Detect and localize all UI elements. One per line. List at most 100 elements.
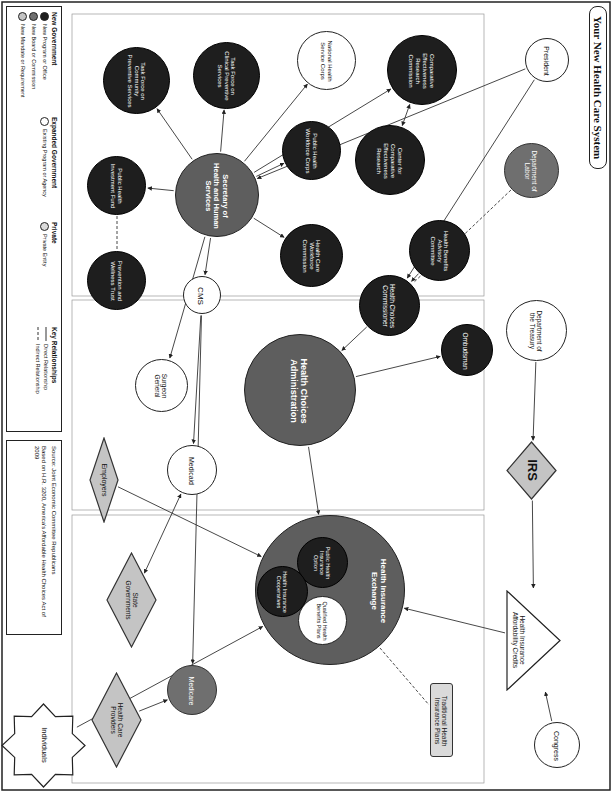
node-text-block: Medicare bbox=[187, 670, 195, 712]
node-text-block: Comparative Effectiveness Research Commi… bbox=[407, 43, 435, 99]
legend-text: New Mandate or Requirement bbox=[19, 24, 25, 97]
legend-line-sample bbox=[35, 327, 41, 341]
legend-row: New Board or Commission bbox=[29, 12, 38, 111]
legend-heading: Key Relationships bbox=[51, 327, 58, 426]
node-label: Health Insurance Affordability Credits bbox=[512, 611, 527, 669]
node-label: Department of the Treasury bbox=[529, 305, 544, 357]
node-text-block: Health Benefits Advisory Committee bbox=[429, 226, 450, 276]
relationship-line bbox=[309, 447, 319, 514]
major-entity-circle: Secretary of Health and Human Services bbox=[175, 153, 259, 237]
new-program-circle: Comparative Effectiveness Research Commi… bbox=[387, 35, 457, 105]
node-text-block: President bbox=[542, 43, 550, 79]
node-label: IRS bbox=[525, 455, 540, 485]
relationship-line bbox=[380, 648, 429, 705]
relationship-line bbox=[148, 188, 174, 191]
private-plan-box: Traditional Health Insurance Plans bbox=[431, 683, 454, 757]
node-label: Health Choices Commissioner bbox=[382, 280, 397, 332]
legend-swatch bbox=[18, 12, 27, 21]
legend-column: New GovernmentNew Program or OfficeNew B… bbox=[10, 12, 58, 111]
node-label: President bbox=[542, 43, 550, 79]
node-text-block: Secretary of Health and Human Services bbox=[203, 163, 229, 229]
relationship-line bbox=[256, 163, 284, 176]
relationship-line bbox=[532, 501, 533, 588]
region-outline bbox=[72, 515, 484, 783]
agency-circle: Congress bbox=[534, 722, 580, 768]
new-program-circle: Health Choices Commissioner bbox=[360, 275, 421, 336]
node-text-block: Health Insurance Cooperatives bbox=[276, 571, 289, 613]
node-label: Medicaid bbox=[187, 450, 195, 492]
agency-circle: President bbox=[525, 38, 569, 82]
node-text-block: Traditional Health Insurance Plans bbox=[434, 689, 449, 753]
node-label: Center for Comparative Effectiveness Res… bbox=[375, 133, 403, 189]
source-note: Source: Joint Economic Committee Republi… bbox=[50, 446, 57, 629]
node-label: Congress bbox=[552, 727, 560, 765]
agency-circle: Qualified Health Benefits Plans bbox=[299, 596, 348, 645]
legend-line-sample bbox=[43, 327, 49, 341]
shape-fill bbox=[93, 673, 142, 767]
legend-row: New Mandate or Requirement bbox=[18, 12, 27, 111]
legend-swatch bbox=[29, 12, 38, 21]
node-text-block: Task Force on Community Preventive Servi… bbox=[126, 53, 147, 109]
node-text-block: Health Choices Commissioner bbox=[382, 280, 397, 332]
node-label: Public Health Insurance Option bbox=[313, 543, 332, 583]
legend-text: Direct Relationship bbox=[43, 344, 49, 390]
new-program-circle: Health Benefits Advisory Committee bbox=[410, 220, 471, 281]
node-label: Prevention and Wellness Trust bbox=[109, 256, 123, 306]
legend-column: PrivatePrivate Entity bbox=[10, 222, 58, 321]
mandate-diamond: Employers bbox=[89, 437, 119, 523]
node-label: Individuals bbox=[40, 719, 49, 771]
new-program-circle: Task Force on Community Preventive Servi… bbox=[104, 47, 171, 114]
node-text-block: Public Health Investment Fund bbox=[109, 161, 123, 211]
legend-line bbox=[45, 327, 46, 341]
department-circle: Medicare bbox=[167, 665, 217, 715]
node-text-block: Public Health Workforce Corps bbox=[304, 126, 318, 176]
agency-circle: Department of the Treasury bbox=[507, 300, 568, 361]
node-label: Health Care Providers bbox=[110, 694, 125, 746]
node-label: Secretary of Health and Human Services bbox=[203, 163, 229, 229]
new-program-circle: Center for Comparative Effectiveness Res… bbox=[355, 125, 425, 195]
node-text-block: Center for Comparative Effectiveness Res… bbox=[375, 133, 403, 189]
node-text-block: Health Care Workforce Commission bbox=[301, 230, 322, 282]
agency-circle: Medicaid bbox=[167, 445, 217, 495]
credit-triangle: Health Insurance Affordability Credits bbox=[507, 590, 562, 691]
relationship-line bbox=[117, 216, 118, 249]
mandate-diamond: State Governments bbox=[107, 552, 158, 648]
node-label: Traditional Health Insurance Plans bbox=[434, 689, 449, 753]
legend-column: Key RelationshipsDirect RelationshipIndi… bbox=[10, 327, 58, 426]
new-program-circle: Public Health Workforce Corps bbox=[283, 121, 342, 180]
diagram-title: Your New Health Care System bbox=[592, 16, 604, 159]
node-text-block: Individuals bbox=[40, 719, 49, 771]
legend-text: Indirect Relationship bbox=[35, 344, 41, 394]
legend-row: Existing Program or Agency bbox=[40, 117, 49, 216]
node-text-block: Department of the Treasury bbox=[529, 305, 544, 357]
node-label: Task Force on Community Preventive Servi… bbox=[126, 53, 147, 109]
shape-fill bbox=[108, 553, 157, 647]
node-text-block: Surgeon General bbox=[154, 364, 169, 408]
legend-text: New Board or Commission bbox=[30, 24, 36, 89]
agency-circle: Surgeon General bbox=[136, 359, 189, 412]
legend-swatch bbox=[40, 12, 49, 21]
relationship-line bbox=[356, 356, 440, 376]
node-text-block: Health Choices Administration bbox=[289, 350, 310, 432]
new-program-circle: Prevention and Wellness Trust bbox=[88, 251, 147, 310]
node-label: Ombudsman bbox=[462, 329, 469, 373]
source-note: Based on H.R. 3200, America's Affordable… bbox=[32, 446, 46, 629]
new-program-circle: Public Health Investment Fund bbox=[88, 156, 147, 215]
node-label: Health Choices Administration bbox=[289, 350, 310, 432]
legend-row: Direct Relationship bbox=[43, 327, 49, 426]
node-label: Health Benefits Advisory Committee bbox=[429, 226, 450, 276]
relationship-line bbox=[342, 327, 367, 351]
title-box: Your New Health Care System bbox=[589, 6, 607, 169]
node-text-block: Prevention and Wellness Trust bbox=[109, 256, 123, 306]
new-program-circle: Health Care Workforce Commission bbox=[281, 224, 344, 287]
legend-heading: Private bbox=[51, 222, 58, 321]
node-text-block: Employers bbox=[100, 457, 108, 503]
major-entity-circle: Health Choices Administration bbox=[244, 334, 356, 446]
node-label: National Health Service Corps bbox=[319, 36, 333, 86]
new-program-circle: Ombudsman bbox=[441, 324, 493, 376]
node-text-block: CMS bbox=[196, 281, 205, 311]
agency-circle: National Health Service Corps bbox=[298, 31, 357, 90]
node-label: CMS bbox=[196, 281, 205, 311]
